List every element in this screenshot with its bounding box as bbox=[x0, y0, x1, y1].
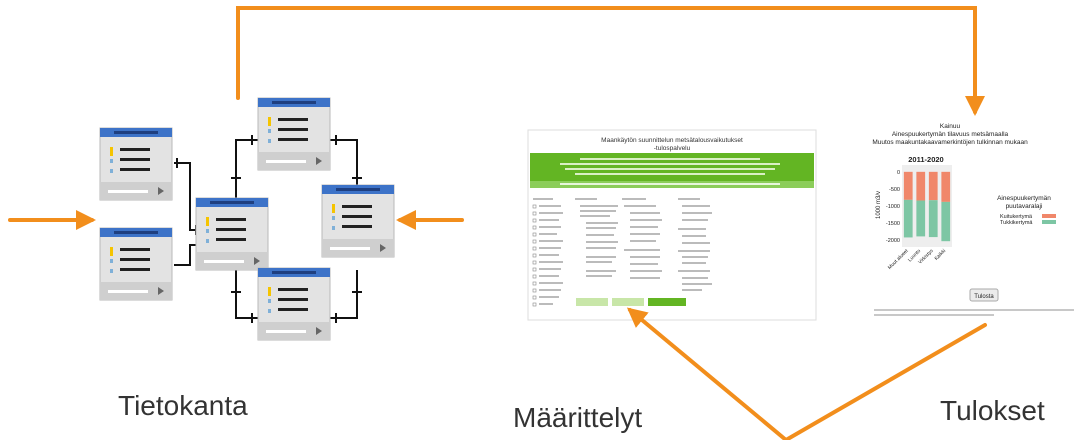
legend-title-2: puutavaralaji bbox=[1006, 203, 1043, 210]
result-chart: Kainuu Ainespuukertymän tilavuus metsäma… bbox=[872, 123, 1074, 316]
bar-1-3 bbox=[941, 201, 951, 242]
form-page-title-1: Maankäytön suunnittelun metsätalousvaiku… bbox=[601, 137, 743, 144]
form-page-banner bbox=[530, 153, 814, 181]
y-tick-label: 0 bbox=[897, 170, 900, 176]
form-page-title-2: -tulospalvelu bbox=[654, 145, 691, 152]
x-tick-label: Kaikki bbox=[933, 248, 947, 262]
legend-swatch-tukki bbox=[1042, 220, 1056, 224]
caption-maarittelyt: Määrittelyt bbox=[513, 402, 643, 433]
flow-arrows bbox=[8, 6, 987, 440]
caption-tulokset: Tulokset bbox=[940, 395, 1045, 426]
form-button-3[interactable] bbox=[648, 298, 686, 306]
print-button[interactable] bbox=[969, 288, 999, 302]
legend-swatch-kuitu bbox=[1042, 214, 1056, 218]
form-column-1 bbox=[532, 204, 537, 307]
y-tick-label: -1500 bbox=[886, 221, 900, 227]
y-tick-label: -2000 bbox=[886, 238, 900, 244]
db-connector-ticks bbox=[176, 135, 362, 323]
arrow-bottom-right bbox=[784, 323, 987, 440]
db-table-left-top bbox=[99, 127, 173, 201]
bar-0-1 bbox=[916, 171, 926, 201]
arrow-bottom-up bbox=[626, 307, 788, 440]
bar-1-0 bbox=[903, 199, 913, 238]
result-title-2: Ainespuukertymän tilavuus metsämaalla bbox=[892, 131, 1009, 138]
bar-1-2 bbox=[928, 200, 938, 238]
arrow-top-loop bbox=[236, 6, 985, 116]
y-tick-label: -1000 bbox=[886, 204, 900, 210]
result-title-3: Muutos maakuntakaavamerkintöjen tulkinna… bbox=[872, 139, 1028, 146]
db-table-left-bottom bbox=[99, 227, 173, 301]
form-button-2[interactable] bbox=[612, 298, 644, 306]
bar-0-3 bbox=[941, 171, 951, 202]
legend-label-kuitu: Kuitukertymä bbox=[1000, 214, 1033, 220]
db-table-right bbox=[321, 184, 395, 258]
result-bars bbox=[903, 171, 951, 242]
bar-0-2 bbox=[928, 171, 938, 201]
result-y-ticks: 0 -500 -1000 -1500 -2000 bbox=[886, 170, 900, 244]
result-y-label: 1000 m3/v bbox=[876, 191, 882, 219]
form-page-thumbnail: Maankäytön suunnittelun metsätalousvaiku… bbox=[527, 129, 817, 321]
db-table-bottom bbox=[257, 267, 331, 341]
db-table-top bbox=[257, 97, 331, 171]
result-title-1: Kainuu bbox=[940, 123, 961, 130]
caption-tietokanta: Tietokanta bbox=[118, 390, 248, 421]
db-table-center bbox=[195, 197, 269, 271]
bar-1-1 bbox=[916, 200, 926, 237]
bar-0-0 bbox=[903, 171, 913, 200]
legend-label-tukki: Tukkikertymä bbox=[1000, 220, 1033, 226]
y-tick-label: -500 bbox=[889, 187, 900, 193]
form-button-1[interactable] bbox=[576, 298, 608, 306]
print-button-label: Tulosta bbox=[974, 294, 994, 300]
legend-title-1: Ainespuukertymän bbox=[997, 195, 1051, 202]
result-period: 2011-2020 bbox=[908, 155, 943, 164]
